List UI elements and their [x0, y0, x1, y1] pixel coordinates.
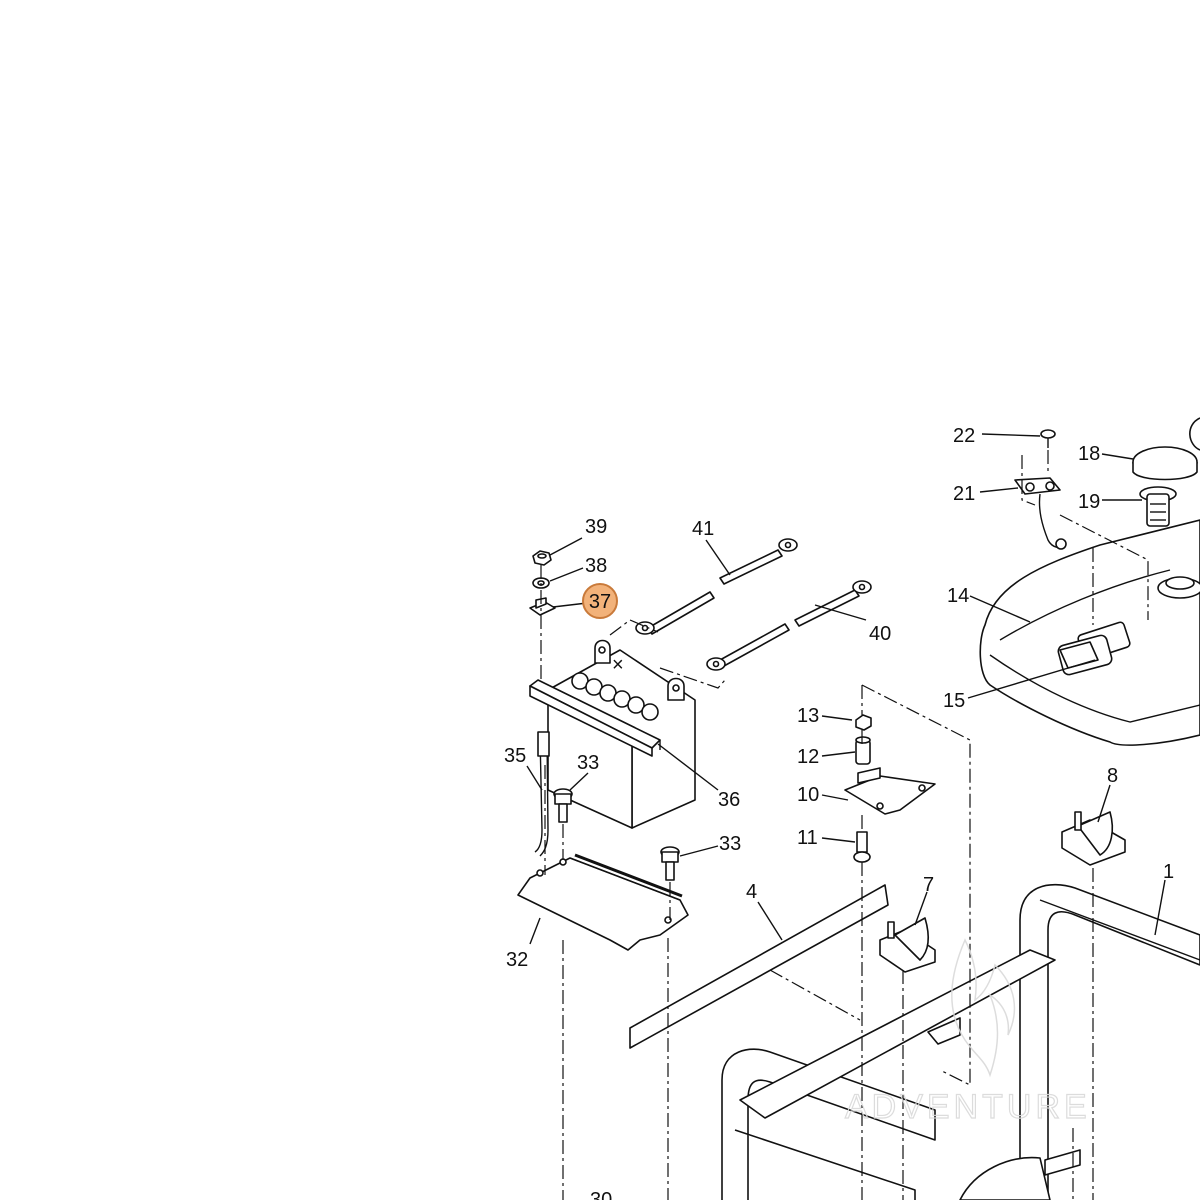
callout-22: 22 — [953, 425, 975, 447]
assembly-lines — [540, 450, 1149, 1200]
nut-13 — [855, 714, 872, 731]
callout-8: 8 — [1107, 765, 1118, 787]
mount-7 — [879, 917, 936, 973]
svg-text:×: × — [612, 654, 624, 676]
bolt-33-upper — [553, 788, 573, 823]
callout-15: 15 — [943, 690, 965, 712]
highlight-badge-37[interactable]: 37 — [582, 583, 618, 619]
leader-lines — [526, 433, 1166, 945]
callout-21: 21 — [953, 483, 975, 505]
cross-rail-4 — [629, 884, 889, 1049]
flame-logo-icon — [951, 938, 1016, 1078]
callout-36: 36 — [718, 789, 740, 811]
nut-39 — [532, 550, 552, 566]
callout-1: 1 — [1163, 861, 1174, 883]
bolt-33-lower — [660, 846, 680, 881]
callout-38: 38 — [585, 555, 607, 577]
watermark-text: ADVENTURE — [845, 1088, 1091, 1126]
battery-rod — [534, 731, 550, 857]
fuel-strainer — [1139, 486, 1177, 527]
cable-40 — [706, 580, 872, 671]
fuel-cap — [1132, 417, 1200, 481]
callout-41: 41 — [692, 518, 714, 540]
bracket-37 — [529, 597, 556, 616]
callout-7: 7 — [923, 874, 934, 896]
battery-tray — [517, 853, 689, 951]
callout-35: 35 — [504, 745, 526, 767]
callout-33-lower: 33 — [719, 833, 741, 855]
callout-14: 14 — [947, 585, 969, 607]
callout-40: 40 — [869, 623, 891, 645]
callout-32: 32 — [506, 949, 528, 971]
callout-19: 19 — [1078, 491, 1100, 513]
callout-4: 4 — [746, 881, 757, 903]
collar-12 — [855, 736, 871, 765]
callout-12: 12 — [797, 746, 819, 768]
mount-8 — [1061, 811, 1126, 866]
frame-tube-1 — [1019, 883, 1200, 1200]
screw-22 — [1040, 429, 1056, 448]
callout-18: 18 — [1078, 443, 1100, 465]
fuel-gauge-bracket — [1014, 477, 1067, 550]
callout-30: 30 — [590, 1189, 612, 1200]
fuel-tank — [979, 519, 1200, 746]
callout-13: 13 — [797, 705, 819, 727]
callout-11: 11 — [797, 827, 818, 849]
lower-right-bracket — [959, 1149, 1081, 1200]
callout-37: 37 — [589, 591, 611, 613]
cable-41 — [635, 538, 798, 635]
callout-numbers: 1 4 7 8 10 11 12 13 14 15 18 19 21 22 30… — [504, 425, 1174, 1200]
callout-10: 10 — [797, 784, 819, 806]
callout-39: 39 — [585, 516, 607, 538]
bracket-10 — [844, 767, 936, 815]
callout-33-upper: 33 — [577, 752, 599, 774]
watermark: ADVENTURE — [844, 938, 1091, 1127]
bolt-11 — [853, 831, 871, 863]
